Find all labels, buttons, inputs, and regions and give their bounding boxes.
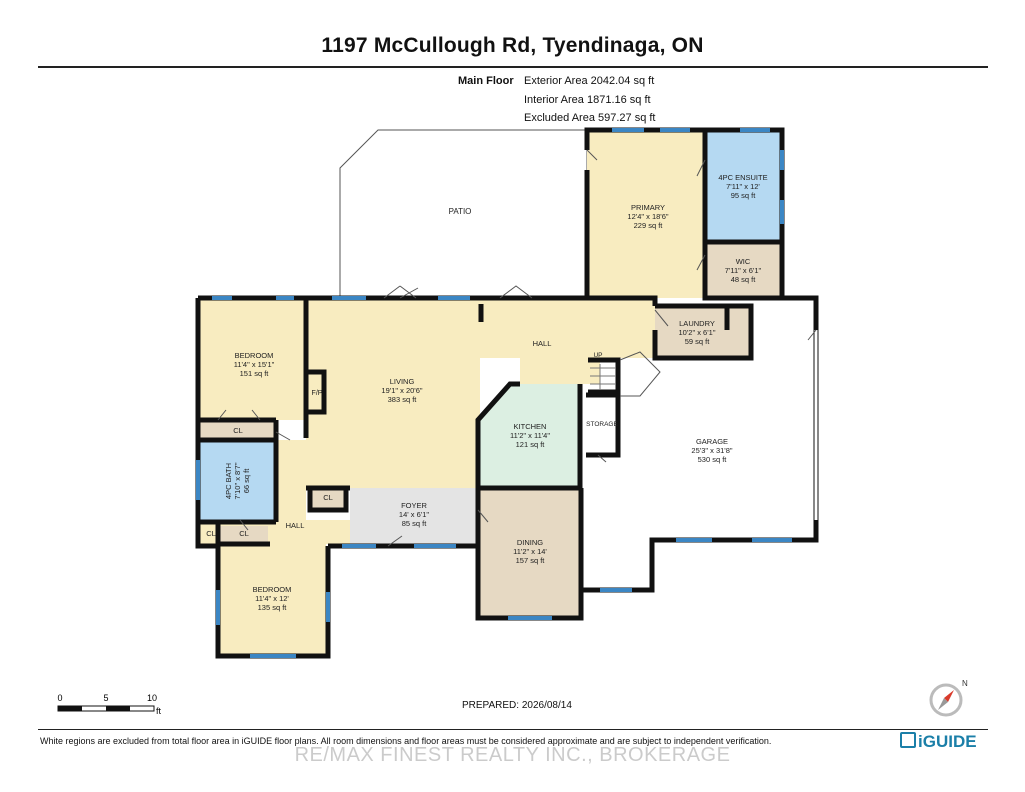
scale-tick-0: 0: [57, 693, 62, 703]
foyer-label: FOYER: [401, 501, 427, 510]
bedroom1-dims: 11'4" x 15'1": [234, 360, 275, 369]
living-label: LIVING: [390, 377, 415, 386]
hall-small-label: HALL: [286, 521, 305, 530]
scale-bar: 0 5 10 ft: [57, 693, 162, 716]
laundry-dims: 10'2" x 6'1": [679, 328, 716, 337]
primary-room: [587, 130, 705, 298]
bath-area: 66 sq ft: [242, 468, 251, 494]
kitchen-dims: 11'2" x 11'4": [510, 431, 550, 440]
bedroom1-room: [200, 298, 306, 420]
primary-label: PRIMARY: [631, 203, 665, 212]
dining-room: [478, 488, 581, 618]
prepared-date: PREPARED: 2026/08/14: [462, 700, 572, 711]
compass-north-letter: N: [962, 679, 968, 688]
kitchen-area: 121 sq ft: [516, 440, 546, 449]
laundry-room: [655, 306, 751, 358]
closet-label-2: CL: [323, 493, 333, 502]
title-divider: [38, 66, 988, 68]
ensuite-area: 95 sq ft: [731, 191, 757, 200]
wic-label: WIC: [736, 257, 751, 266]
dining-dims: 11'2" x 14': [513, 547, 547, 556]
area-values: Exterior Area 2042.04 sq ft Interior Are…: [524, 72, 655, 128]
living-room: [306, 358, 478, 488]
watermark-text: RE/MAX FINEST REALTY INC., BROKERAGE: [294, 744, 731, 766]
bath-label: 4PC BATH: [224, 463, 233, 499]
wic-area: 48 sq ft: [731, 275, 757, 284]
scale-tick-5: 5: [103, 693, 108, 703]
brand-icon: [900, 732, 916, 748]
ensuite-room: [705, 130, 782, 242]
closet-3-area: [220, 526, 268, 546]
closet-label-1: CL: [233, 426, 243, 435]
bedroom2-dims: 11'4" x 12': [255, 594, 289, 603]
bedroom2-label: BEDROOM: [253, 585, 292, 594]
foyer-area: 85 sq ft: [402, 519, 428, 528]
bedroom2-room: [220, 544, 326, 656]
patio-label: PATIO: [449, 207, 472, 216]
dining-area: 157 sq ft: [516, 556, 546, 565]
plan-title: 1197 McCullough Rd, Tyendinaga, ON: [321, 34, 704, 57]
brand-name: iGUIDE: [918, 732, 977, 751]
interior-area: Interior Area 1871.16 sq ft: [524, 93, 651, 106]
dining-label: DINING: [517, 538, 543, 547]
fp-label: F/P: [312, 390, 323, 397]
garage-area: 530 sq ft: [698, 455, 728, 464]
ensuite-dims: 7'11" x 12': [726, 182, 760, 191]
foyer-dims: 14' x 6'1": [399, 510, 429, 519]
closet-label-4: CL: [239, 529, 249, 538]
garage-dims: 25'3" x 31'8": [691, 446, 732, 455]
primary-dims: 12'4" x 18'6": [627, 212, 668, 221]
wic-room: [705, 242, 782, 298]
laundry-label: LAUNDRY: [679, 319, 715, 328]
primary-area: 229 sq ft: [634, 221, 664, 230]
closet-2-area: [310, 488, 346, 510]
up-label: UP: [593, 352, 602, 359]
wic-dims: 7'11" x 6'1": [725, 266, 762, 275]
bath-text-group: 4PC BATH 7'10" x 8'7" 66 sq ft: [224, 462, 251, 499]
garage-label: GARAGE: [696, 437, 728, 446]
living-area: 383 sq ft: [388, 395, 418, 404]
windows: [196, 128, 792, 658]
ensuite-label: 4PC ENSUITE: [718, 173, 767, 182]
bedroom2-area: 135 sq ft: [258, 603, 288, 612]
compass-icon: N: [929, 679, 968, 717]
scale-tick-10: 10: [147, 693, 157, 703]
bath-room: [200, 440, 274, 520]
bedroom1-label: BEDROOM: [235, 351, 274, 360]
laundry-area: 59 sq ft: [685, 337, 711, 346]
bedroom1-area: 151 sq ft: [240, 369, 270, 378]
disclaimer-text: White regions are excluded from total fl…: [40, 736, 772, 746]
stairs: [590, 364, 616, 390]
kitchen-room: [478, 384, 580, 488]
hall-main-label: HALL: [533, 339, 552, 348]
foyer-room: [350, 488, 480, 544]
bath-dims: 7'10" x 8'7": [233, 462, 242, 499]
excluded-area: Excluded Area 597.27 sq ft: [524, 112, 656, 124]
footer-divider: [38, 729, 988, 730]
storage-label: STORAGE: [586, 421, 618, 428]
doors: [217, 149, 817, 547]
exterior-area: Exterior Area 2042.04 sq ft: [524, 75, 655, 87]
brand-logo: iGUIDE: [900, 732, 977, 752]
scale-unit: ft: [156, 706, 162, 716]
floor-label: Main Floor: [458, 75, 514, 87]
closet-label-3: CL: [206, 529, 216, 538]
storage-room: [586, 395, 618, 455]
garage-area: [581, 298, 816, 590]
closet-1-area: [200, 420, 274, 440]
kitchen-label: KITCHEN: [514, 422, 547, 431]
living-dims: 19'1" x 20'6": [381, 386, 422, 395]
